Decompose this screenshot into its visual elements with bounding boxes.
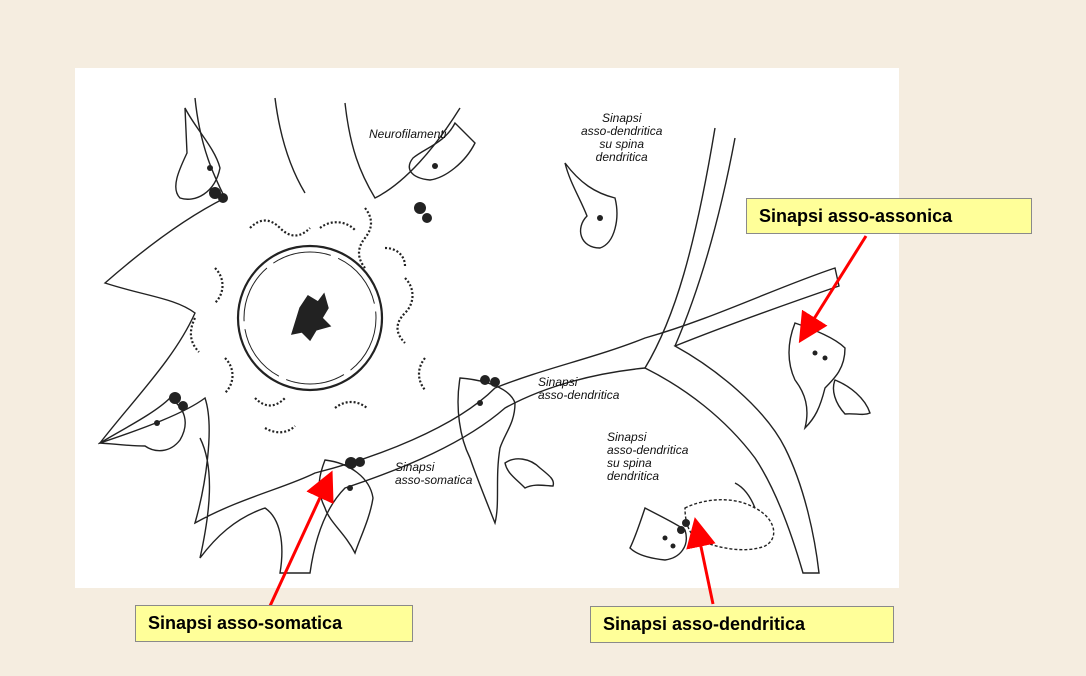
nucleus [236,244,384,392]
label-asso-somatica: Sinapsi asso-somatica [395,460,473,487]
terminal-somatic [318,459,374,555]
neuron-illustration: Neurofilamenti Sinapsi asso-dendritica s… [75,68,899,588]
neuron-drawing [97,97,871,574]
terminal-spine-top [564,162,618,249]
nucleolus [290,292,332,342]
terminal-axoaxonic [788,322,846,431]
terminal-left [97,397,186,452]
callout-asso-dendritica: Sinapsi asso-dendritica [590,606,894,643]
label-spine-synapse-bottom: Sinapsi asso-dendritica su spina dendrit… [607,430,689,483]
terminal-top-left [175,107,221,200]
soma-outline [98,97,840,574]
terminal-spine-bottom [629,506,687,561]
label-asso-dendritica: Sinapsi asso-dendritica [538,375,620,402]
terminal-top-mid [408,121,476,181]
callout-asso-somatica: Sinapsi asso-somatica [135,605,413,642]
label-spine-synapse-top: Sinapsi asso-dendritica su spina dendrit… [581,111,663,164]
label-neurofilamenti: Neurofilamenti [369,127,447,141]
dendritic-spine [684,499,775,551]
terminal-dendritic-mid [457,377,516,526]
callout-asso-assonica: Sinapsi asso-assonica [746,198,1032,234]
